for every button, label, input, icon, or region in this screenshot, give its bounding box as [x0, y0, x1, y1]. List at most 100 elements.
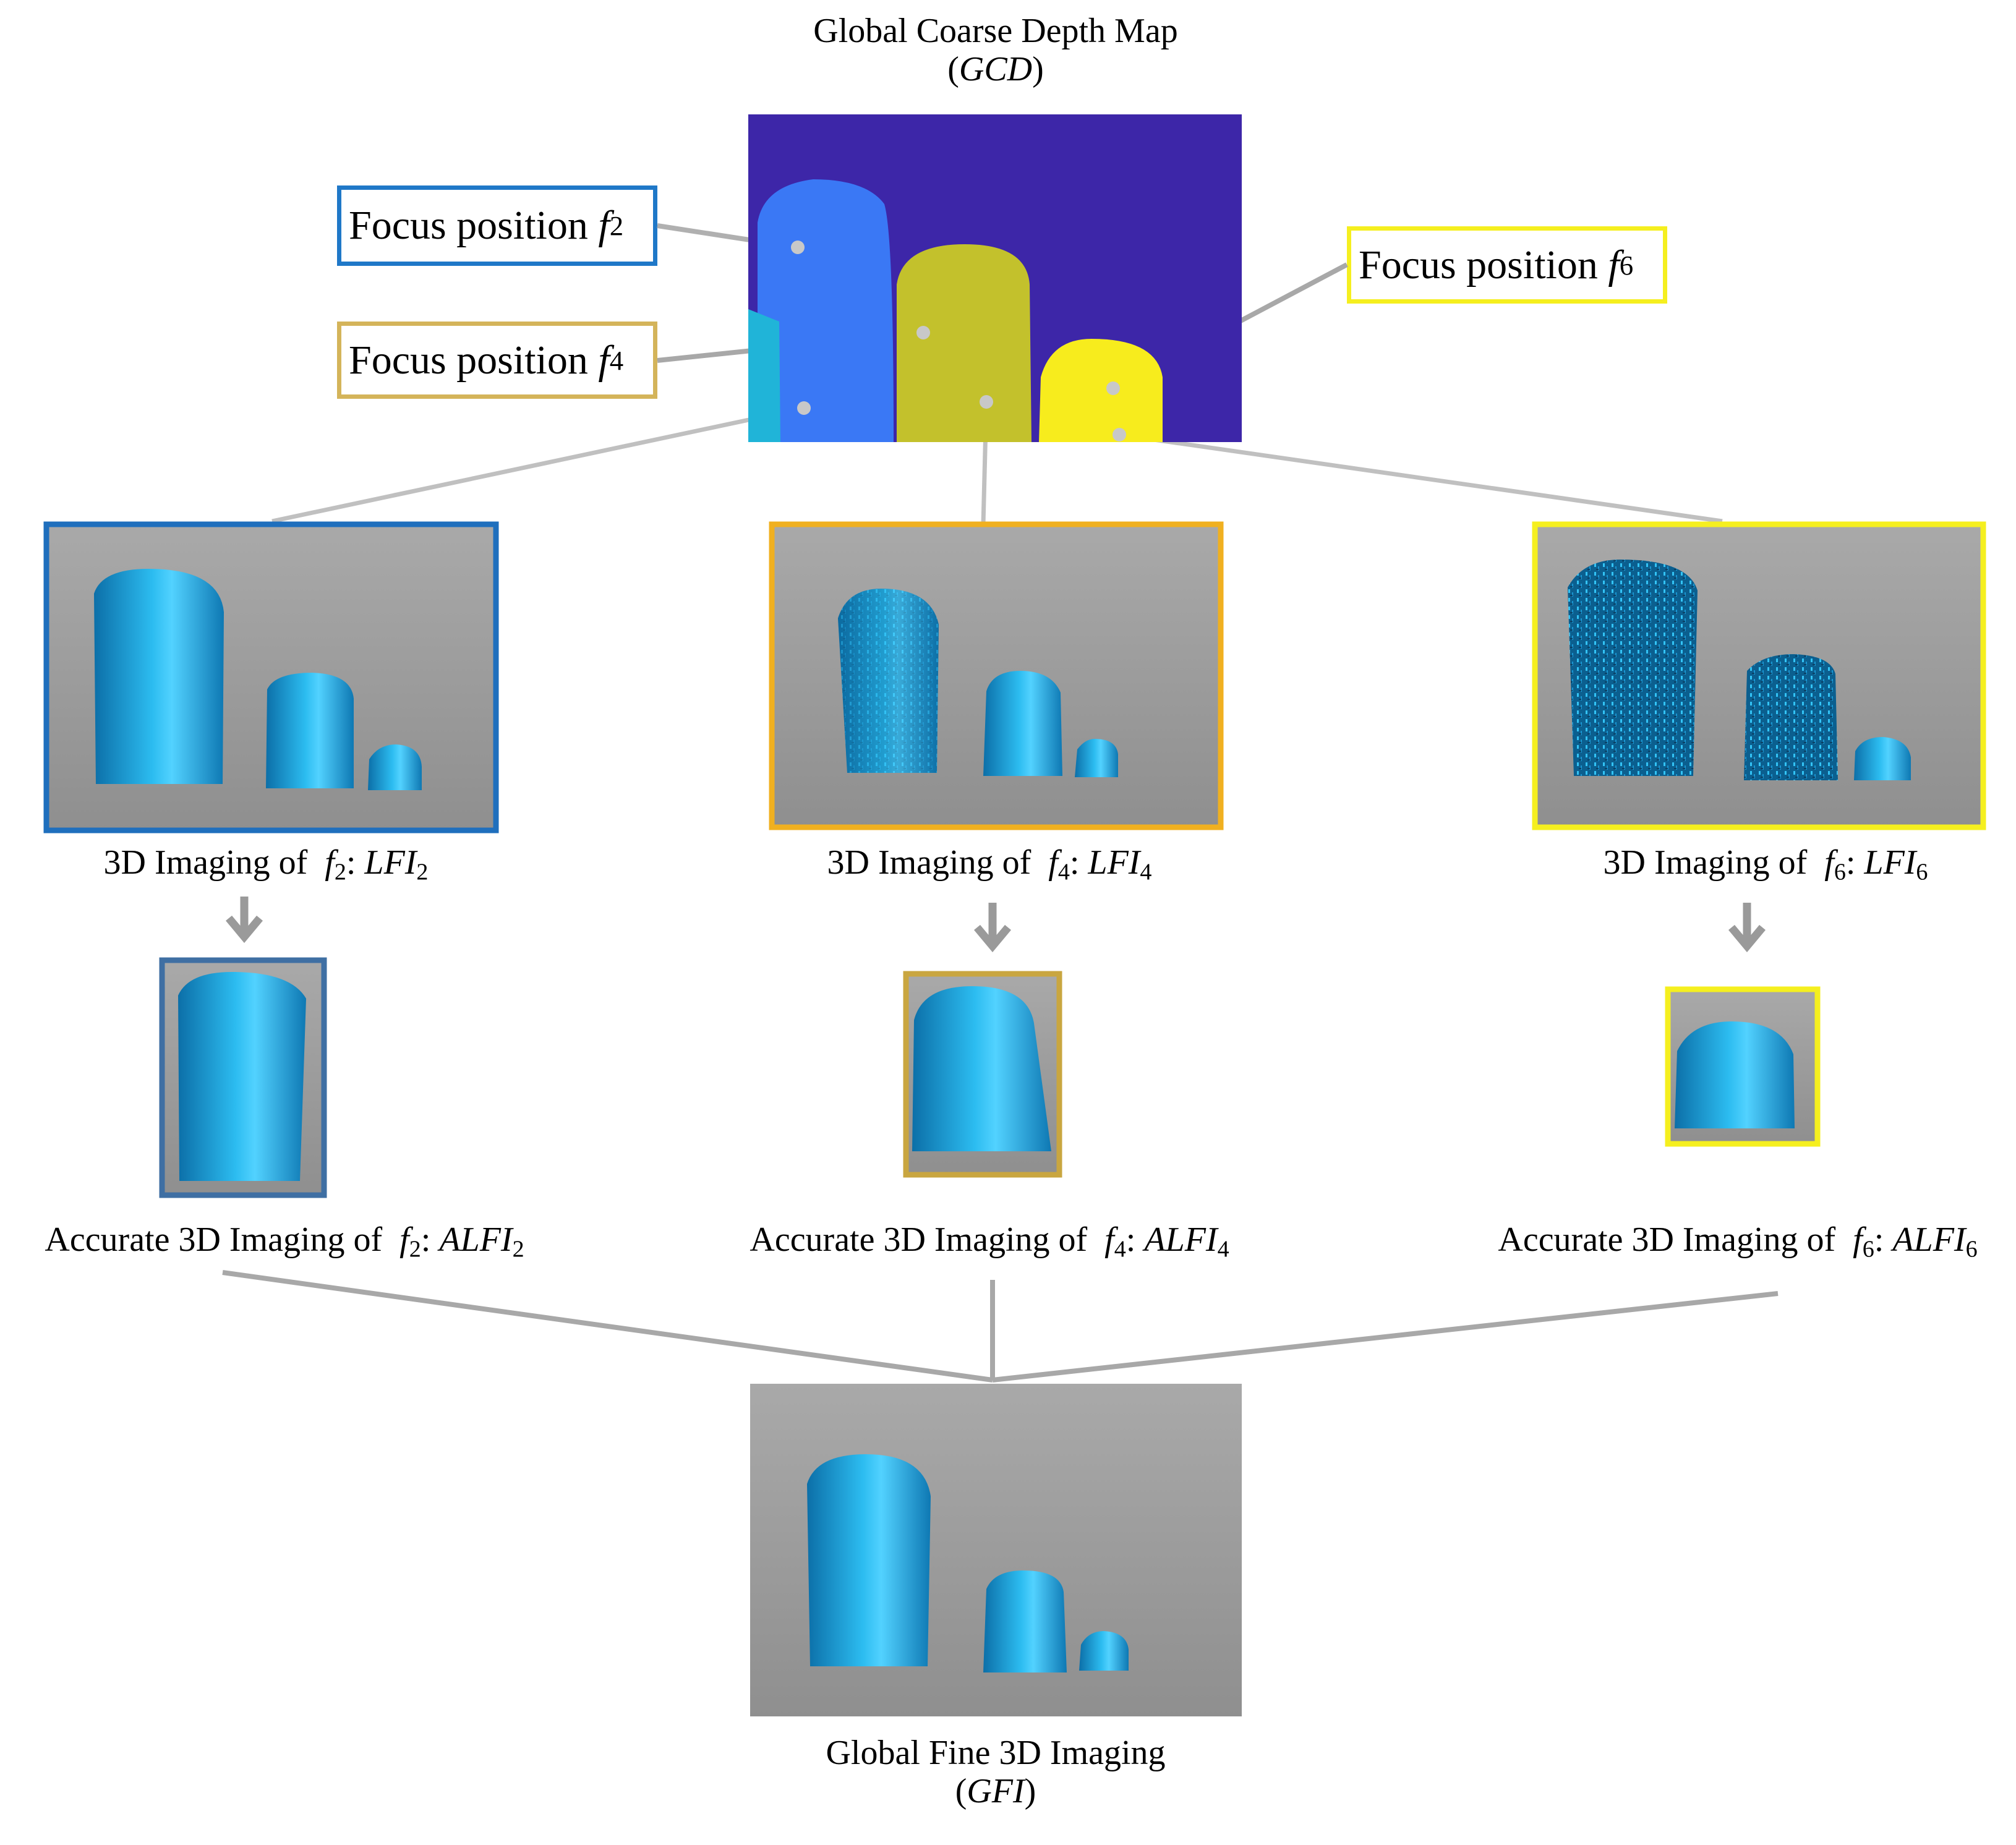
lfi-panel-f2: [43, 521, 499, 833]
lfi-caption-f2-symbol: f: [325, 843, 335, 882]
alfi-caption-f6-name-sub: 6: [1965, 1236, 1978, 1263]
alfi-caption-f6-prefix: Accurate 3D Imaging of: [1498, 1221, 1836, 1259]
gfi-abbr-text: GFI: [967, 1771, 1025, 1810]
arrow-lfi-alfi-f6: [1728, 903, 1766, 953]
lfi-caption-f2-name-sub: 2: [416, 859, 429, 885]
alfi-caption-f2-name-sub: 2: [512, 1236, 524, 1263]
gcd-finger-medium: [897, 244, 1031, 442]
lfi-panel-f6: [1532, 521, 1986, 830]
lfi-caption-f2-sub: 2: [334, 859, 346, 885]
focus-label-f6-symbol: f: [1608, 242, 1620, 288]
lfi-f2-finger-medium: [266, 673, 354, 788]
gfi-abbr: (GFI): [955, 1771, 1036, 1810]
alfi-caption-f2-prefix: Accurate 3D Imaging of: [45, 1221, 383, 1259]
alfi-panel-f2: [159, 957, 327, 1198]
gcd-point-f6: [1106, 381, 1120, 395]
gcd-point-lfi-f4: [980, 395, 993, 409]
lfi-f4-finger-large-noise: [838, 589, 939, 773]
connector-focus-f6: [1112, 262, 1348, 391]
gfi-panel: [750, 1384, 1242, 1716]
lfi-caption-f4-sub: 4: [1057, 859, 1070, 885]
lfi-caption-f4-prefix: 3D Imaging of: [827, 843, 1031, 882]
alfi-caption-f6-sub: 6: [1862, 1236, 1874, 1263]
connector-gcd-lfi-f6: [1119, 432, 1723, 524]
alfi-caption-f4-symbol: f: [1104, 1221, 1114, 1259]
lfi-caption-f6: 3D Imaging of f6: LFI6: [1603, 843, 1928, 885]
lfi-f6-finger-medium: [1744, 654, 1838, 780]
alfi-caption-f2-sub: 2: [409, 1236, 421, 1263]
alfi-caption-f6: Accurate 3D Imaging of f6: ALFI6: [1498, 1221, 1978, 1263]
gcd-point-lfi-f6: [1113, 428, 1126, 441]
gcd-abbr: (GCD): [947, 49, 1044, 88]
alfi-f2-finger: [178, 972, 306, 1181]
connector-focus-f4: [657, 330, 924, 363]
lfi-caption-f2-name: LFI: [364, 843, 417, 882]
alfi-caption-f6-name: ALFI: [1892, 1221, 1966, 1259]
connector-gcd-lfi-f2: [271, 406, 805, 524]
lfi-caption-f4-symbol: f: [1048, 843, 1058, 882]
gfi-title-text: Global Fine 3D Imaging: [826, 1734, 1166, 1772]
arrow-lfi-alfi-f4: [974, 903, 1011, 953]
focus-label-f2-symbol: f: [598, 203, 610, 248]
gfi-finger-small: [1079, 1631, 1129, 1671]
gcd-finger-large: [758, 179, 894, 442]
lfi-panel-f4: [769, 521, 1224, 830]
lfi-caption-f2: 3D Imaging of f2: LFI2: [103, 843, 429, 885]
alfi-caption-f4-sub: 4: [1114, 1236, 1126, 1263]
lfi-caption-f4: 3D Imaging of f4: LFI4: [827, 843, 1152, 885]
lfi-f2-finger-large: [94, 569, 224, 784]
gcd-point-f4: [916, 326, 930, 339]
lfi-caption-f6-name: LFI: [1864, 843, 1916, 882]
focus-label-f6-text: Focus position: [1359, 242, 1598, 288]
lfi-caption-f6-sub: 6: [1834, 859, 1846, 885]
lfi-f6-finger-small: [1854, 737, 1911, 780]
gfi-finger-large: [807, 1454, 931, 1666]
alfi-caption-f4-name-sub: 4: [1217, 1236, 1229, 1263]
lfi-caption-f6-symbol: f: [1824, 843, 1834, 882]
alfi-f6-finger: [1675, 1021, 1795, 1128]
lfi-f4-finger-small: [1075, 739, 1118, 777]
lfi-f6-finger-large: [1568, 560, 1698, 776]
lfi-f2-finger-small: [368, 744, 422, 790]
connector-gcd-lfi-f4: [981, 401, 989, 525]
alfi-caption-f4-prefix: Accurate 3D Imaging of: [750, 1221, 1088, 1259]
focus-label-f2-sub: 2: [609, 210, 624, 241]
focus-label-f4-sub: 4: [609, 344, 624, 376]
alfi-f4-finger: [912, 986, 1051, 1151]
gcd-finger-large-edge: [748, 309, 780, 442]
gcd-depth-map: [748, 114, 1242, 442]
focus-label-f4-text: Focus position: [349, 337, 588, 383]
gfi-finger-medium: [983, 1570, 1067, 1672]
focus-label-f6-sub: 6: [1619, 249, 1634, 281]
connector-focus-f2: [657, 223, 798, 250]
gcd-title: Global Coarse Depth Map (GCD): [748, 12, 1243, 88]
lfi-f4-finger-medium: [983, 671, 1062, 776]
alfi-panel-f6: [1665, 986, 1821, 1147]
gcd-abbr-text: GCD: [959, 49, 1033, 88]
connector-alfi-gfi-f6: [992, 1291, 1779, 1383]
gfi-title: Global Fine 3D Imaging (GFI): [748, 1734, 1243, 1810]
gcd-point-lfi-f2: [797, 401, 811, 415]
alfi-caption-f4: Accurate 3D Imaging of f4: ALFI4: [750, 1221, 1229, 1263]
alfi-caption-f2-name: ALFI: [439, 1221, 513, 1259]
gcd-point-f2: [791, 241, 805, 254]
gcd-title-text: Global Coarse Depth Map: [813, 12, 1178, 50]
alfi-caption-f6-symbol: f: [1853, 1221, 1863, 1259]
alfi-panel-f4: [903, 971, 1062, 1178]
alfi-caption-f4-name: ALFI: [1144, 1221, 1218, 1259]
alfi-caption-f2-symbol: f: [399, 1221, 409, 1259]
lfi-caption-f2-prefix: 3D Imaging of: [103, 843, 308, 882]
focus-label-f4-symbol: f: [598, 337, 610, 383]
connector-alfi-gfi-f2: [222, 1270, 993, 1383]
arrow-lfi-alfi-f2: [226, 897, 263, 944]
lfi-caption-f6-name-sub: 6: [1916, 859, 1928, 885]
lfi-f4-finger-large: [838, 589, 939, 773]
gcd-finger-small: [1039, 339, 1163, 442]
alfi-caption-f2: Accurate 3D Imaging of f2: ALFI2: [45, 1221, 524, 1263]
lfi-caption-f6-prefix: 3D Imaging of: [1603, 843, 1808, 882]
